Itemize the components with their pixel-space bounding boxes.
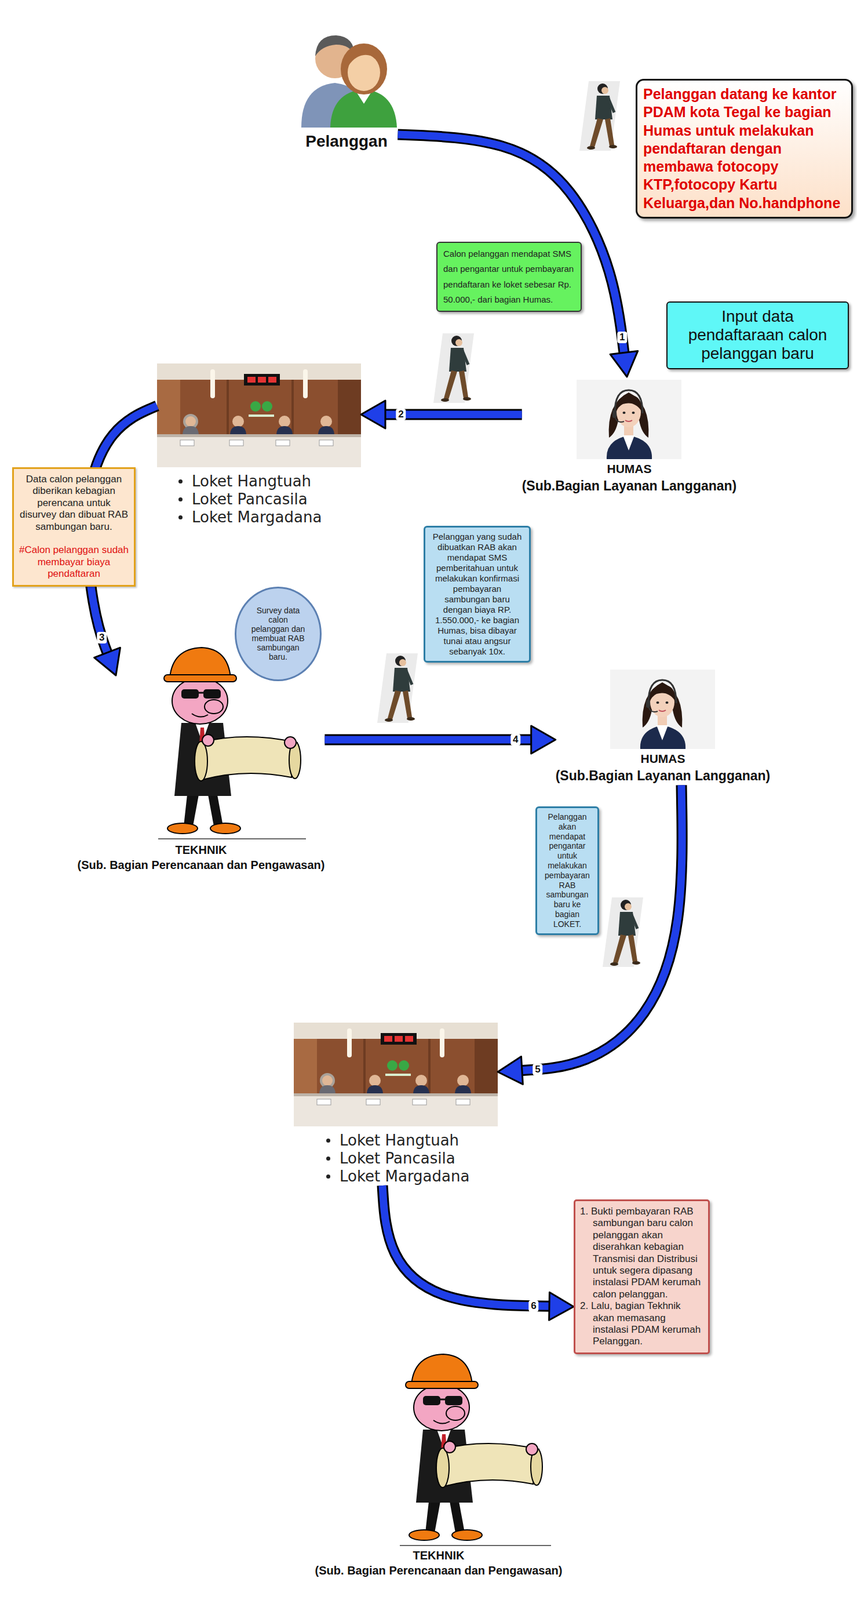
callout-text: 2. Lalu, bagian Tekhnik akan memasang in… xyxy=(580,1299,703,1348)
node-label: TEKHNIK xyxy=(315,1547,563,1563)
node-label: Pelanggan xyxy=(295,132,399,151)
ground-line xyxy=(158,837,306,840)
arrow-outline xyxy=(520,784,683,1070)
note-callout: Pelanggan datang ke kantor PDAM kota Teg… xyxy=(635,78,853,219)
note-callout: 1. Bukti pembayaran RAB sambungan baru c… xyxy=(573,1198,710,1354)
callout-number: 1 xyxy=(617,331,627,344)
arrow-outline xyxy=(398,134,625,355)
callout-text: Pelanggan datang ke kantor PDAM kota Teg… xyxy=(643,85,846,213)
counter-photo xyxy=(157,363,361,468)
staff-photo xyxy=(576,379,682,459)
list-item: Loket Pancasila xyxy=(191,490,361,509)
arrow-outline xyxy=(383,409,523,421)
arrow-shaft xyxy=(520,784,683,1070)
department-node: HUMAS(Sub.Bagian Layanan Langganan) xyxy=(555,669,771,785)
node-label: HUMAS xyxy=(555,750,771,767)
counter-photo xyxy=(293,1022,498,1126)
arrow-head xyxy=(360,400,386,429)
callout-text: Calon pelanggan mendapat SMS dan pengant… xyxy=(443,246,575,308)
flow-arrow xyxy=(497,784,683,1084)
counter-node: Loket HangtuahLoket PancasilaLoket Marga… xyxy=(157,363,361,527)
flow-arrow xyxy=(360,400,523,429)
callout-text: Pelanggan yang sudah dibuatkan RAB akan … xyxy=(429,531,525,657)
node-label: (Sub.Bagian Layanan Langganan) xyxy=(522,476,738,495)
speech-bubble: Survey data calon pelanggan dan membuat … xyxy=(234,586,322,681)
flow-arrow xyxy=(382,1184,574,1320)
callout-text: Pelanggan akan mendapat pengantar untuk … xyxy=(541,811,593,929)
note-callout: Pelanggan akan mendapat pengantar untuk … xyxy=(535,806,600,935)
callout-text: Survey data calon pelanggan dan membuat … xyxy=(250,605,306,662)
arrow-head xyxy=(549,1291,574,1320)
list-item: Loket Pancasila xyxy=(339,1149,498,1168)
node-label: HUMAS xyxy=(522,460,738,477)
department-node: TEKHNIK(Sub. Bagian Perencanaan dan Peng… xyxy=(315,1350,563,1578)
node-label: TEKHNIK xyxy=(77,841,326,857)
walking-person xyxy=(602,896,644,967)
staff-photo xyxy=(610,669,716,749)
callout-number: 4 xyxy=(510,733,521,746)
callout-number: 6 xyxy=(528,1299,539,1312)
department-node: HUMAS(Sub.Bagian Layanan Langganan) xyxy=(522,376,738,495)
arrow-head xyxy=(497,1056,523,1085)
node-label: (Sub. Bagian Perencanaan dan Pengawasan) xyxy=(77,857,326,873)
walking-person xyxy=(579,81,621,151)
ground-line xyxy=(399,1544,552,1546)
callout-text: Data calon pelanggan diberikan kebagian … xyxy=(18,473,130,533)
note-callout: Pelanggan yang sudah dibuatkan RAB akan … xyxy=(423,525,531,663)
callout-text: 1. Bukti pembayaran RAB sambungan baru c… xyxy=(580,1205,703,1300)
flow-arrow xyxy=(398,134,638,377)
arrow-head xyxy=(94,647,121,676)
walking-person xyxy=(377,653,418,723)
callout-text: #Calon pelanggan sudah membayar biaya pe… xyxy=(18,544,130,580)
callout-number: 2 xyxy=(395,408,406,421)
engineer-figure xyxy=(405,1353,543,1540)
department-node: TEKHNIK(Sub. Bagian Perencanaan dan Peng… xyxy=(77,675,326,873)
node-label: (Sub. Bagian Perencanaan dan Pengawasan) xyxy=(315,1562,563,1578)
arrow-outline xyxy=(324,734,533,746)
note-callout: Calon pelanggan mendapat SMS dan pengant… xyxy=(436,241,582,312)
arrow-head xyxy=(531,725,556,754)
customer-icon xyxy=(301,35,397,128)
walking-person xyxy=(433,333,474,403)
arrow-shaft xyxy=(324,735,533,744)
note-callout: Input data pendaftaraan calon pelanggan … xyxy=(666,301,849,370)
arrow-shaft xyxy=(382,1184,552,1306)
arrow-head xyxy=(610,350,638,377)
list-item: Loket Margadana xyxy=(191,508,361,527)
callout-number: 3 xyxy=(96,631,107,644)
counter-node: Loket HangtuahLoket PancasilaLoket Marga… xyxy=(293,1022,498,1185)
node-label: (Sub.Bagian Layanan Langganan) xyxy=(555,766,771,785)
list-item: Loket Hangtuah xyxy=(339,1131,498,1150)
flow-arrow xyxy=(324,725,556,754)
arrow-shaft xyxy=(398,134,625,355)
arrow-outline xyxy=(382,1184,552,1306)
list-item: Loket Hangtuah xyxy=(191,472,361,491)
customer-node: Pelanggan xyxy=(295,22,399,151)
callout-text: Input data pendaftaraan calon pelanggan … xyxy=(674,307,841,364)
list-item: Loket Margadana xyxy=(339,1167,498,1185)
callout-number: 5 xyxy=(532,1063,543,1075)
note-callout: Data calon pelanggan diberikan kebagian … xyxy=(12,467,136,587)
